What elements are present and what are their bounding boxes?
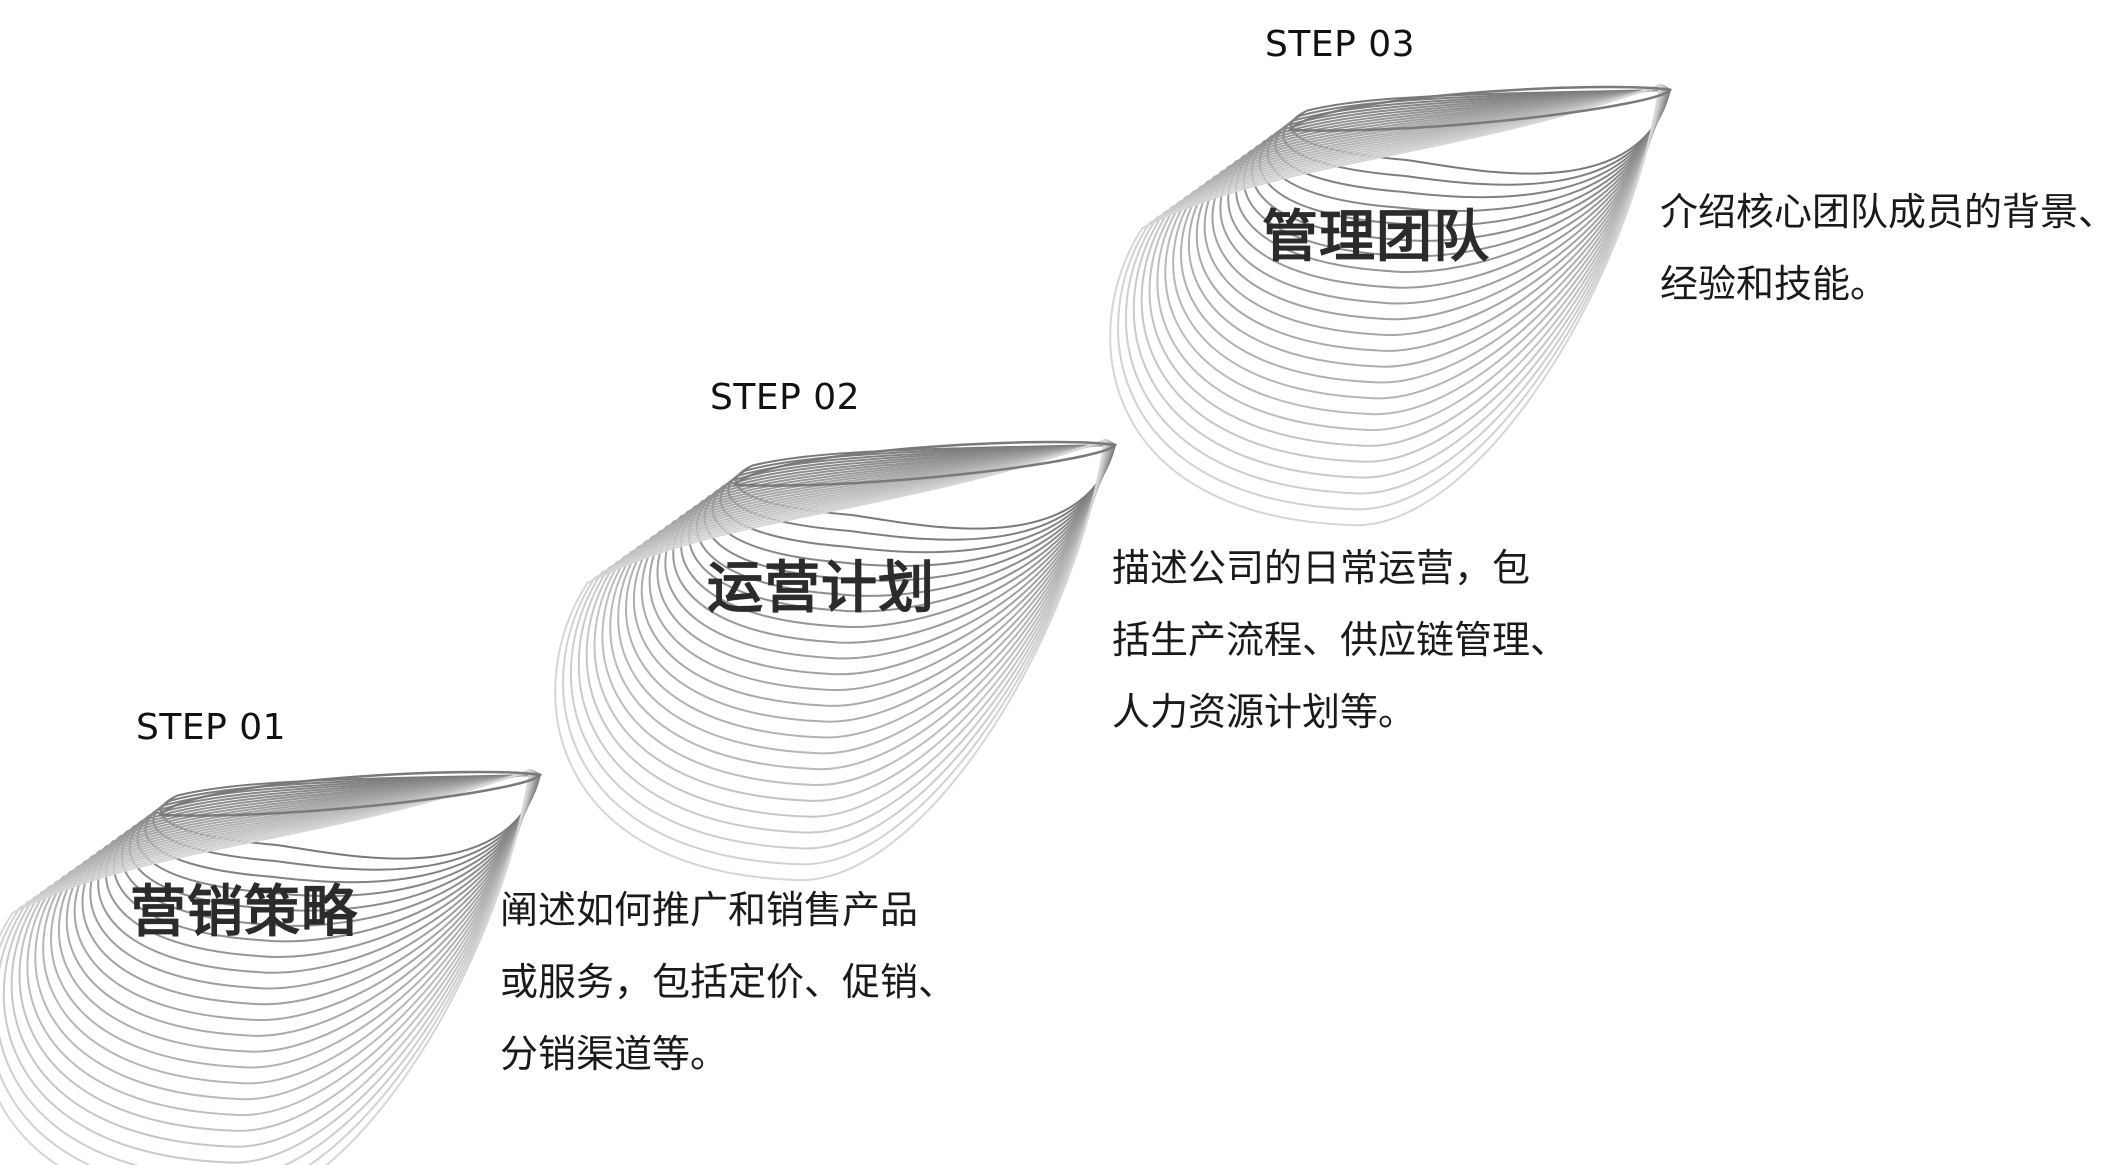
swirl-loop xyxy=(554,438,1107,882)
swirl-loop xyxy=(1187,85,1666,368)
swirl-loop xyxy=(128,773,540,912)
swirl-loop xyxy=(1140,84,1663,463)
swirl-loop xyxy=(695,442,1115,597)
step-2-desc-line-2: 括生产流程、供应链管理、 xyxy=(1112,618,1569,662)
swirl-loop xyxy=(50,770,536,1069)
swirl-loop xyxy=(81,771,537,1006)
swirl-loop xyxy=(585,439,1108,818)
swirl-loop xyxy=(1132,84,1663,479)
swirl-loop xyxy=(10,769,533,1148)
swirl-loop xyxy=(0,768,532,1165)
swirl-loop xyxy=(34,770,535,1101)
swirl-loop xyxy=(1180,85,1666,384)
step-1-desc-line-2: 或服务，包括定价、促销、 xyxy=(500,960,957,1004)
swirl-loop xyxy=(1227,87,1668,289)
swirl-loop xyxy=(593,439,1109,802)
swirl-graphic-1 xyxy=(0,768,543,1165)
step-2-title: 运营计划 xyxy=(707,556,935,621)
swirl-loop xyxy=(577,439,1108,834)
step-3-label: STEP 03 xyxy=(1265,24,1416,65)
swirl-loop xyxy=(120,772,540,927)
step-1-description: 阐述如何推广和销售产品 或服务，包括定价、促销、 分销渠道等。 xyxy=(500,874,956,1090)
swirl-loop xyxy=(1172,85,1665,400)
step-2-desc-line-3: 人力资源计划等。 xyxy=(1112,690,1417,734)
swirl-rim xyxy=(1287,85,1673,132)
swirl-loop xyxy=(688,442,1114,613)
swirl-loop xyxy=(648,441,1112,692)
swirl-graphic-2 xyxy=(554,438,1118,882)
swirl-loop xyxy=(113,772,539,943)
swirl-loop xyxy=(601,439,1109,786)
swirl-loop xyxy=(632,440,1111,723)
swirl-loop xyxy=(1109,83,1662,527)
swirl-loop xyxy=(1148,84,1664,447)
step-3-desc-line-1: 介绍核心团队成员的背景、 xyxy=(1660,190,2117,234)
swirl-loop xyxy=(1235,87,1669,273)
swirl-loop xyxy=(42,770,535,1085)
swirl-loop xyxy=(562,438,1107,866)
swirl-rim xyxy=(732,440,1118,487)
step-1-desc-line-3: 分销渠道等。 xyxy=(500,1032,729,1076)
swirl-loop xyxy=(569,438,1108,850)
swirl-loop xyxy=(1164,85,1665,416)
step-2-label: STEP 02 xyxy=(710,377,861,418)
swirl-loop xyxy=(625,440,1111,739)
swirl-loop xyxy=(617,440,1110,755)
swirl-loop xyxy=(672,442,1113,644)
step-1-title: 营销策略 xyxy=(130,880,358,945)
step-3: STEP 03 管理团队 xyxy=(1109,10,1700,527)
swirl-loop xyxy=(680,442,1114,628)
swirl-loop xyxy=(97,772,538,974)
step-3-description: 介绍核心团队成员的背景、 经验和技能。 xyxy=(1660,176,2116,320)
swirl-loop xyxy=(1258,88,1670,227)
swirl-loop xyxy=(703,443,1115,582)
swirl-loop xyxy=(57,770,536,1053)
swirl-loop xyxy=(656,441,1112,676)
swirl-loop xyxy=(1250,87,1670,242)
swirl-loop xyxy=(1156,84,1664,431)
swirl-loop xyxy=(0,768,533,1165)
swirl-loop xyxy=(1211,86,1667,321)
swirl-loop xyxy=(1219,86,1668,305)
swirl-graphic-3 xyxy=(1109,83,1673,527)
swirl-loop xyxy=(105,772,539,958)
step-2-description: 描述公司的日常运营，包 括生产流程、供应链管理、 人力资源计划等。 xyxy=(1112,532,1568,748)
step-1-label: STEP 01 xyxy=(136,707,287,748)
swirl-loop xyxy=(18,769,534,1132)
step-3-desc-line-2: 经验和技能。 xyxy=(1660,262,1889,306)
swirl-loop xyxy=(2,769,533,1164)
step-3-title: 管理团队 xyxy=(1262,205,1490,270)
swirl-loop xyxy=(1203,86,1667,337)
swirl-loop xyxy=(89,771,538,990)
swirl-loop xyxy=(664,441,1113,660)
swirl-loop xyxy=(609,440,1110,771)
swirl-rim xyxy=(157,770,543,817)
swirl-loop xyxy=(73,771,537,1022)
swirl-loop xyxy=(26,769,534,1116)
swirl-loop xyxy=(1117,83,1662,511)
step-1-desc-line-1: 阐述如何推广和销售产品 xyxy=(500,888,919,932)
swirl-loop xyxy=(1124,83,1663,495)
swirl-loop xyxy=(1243,87,1669,258)
step-1: STEP 01 营销策略 xyxy=(0,695,570,1165)
swirl-loop xyxy=(0,768,532,1165)
step-2-desc-line-1: 描述公司的日常运营，包 xyxy=(1112,546,1531,590)
step-2: STEP 02 运营计划 xyxy=(554,365,1145,882)
